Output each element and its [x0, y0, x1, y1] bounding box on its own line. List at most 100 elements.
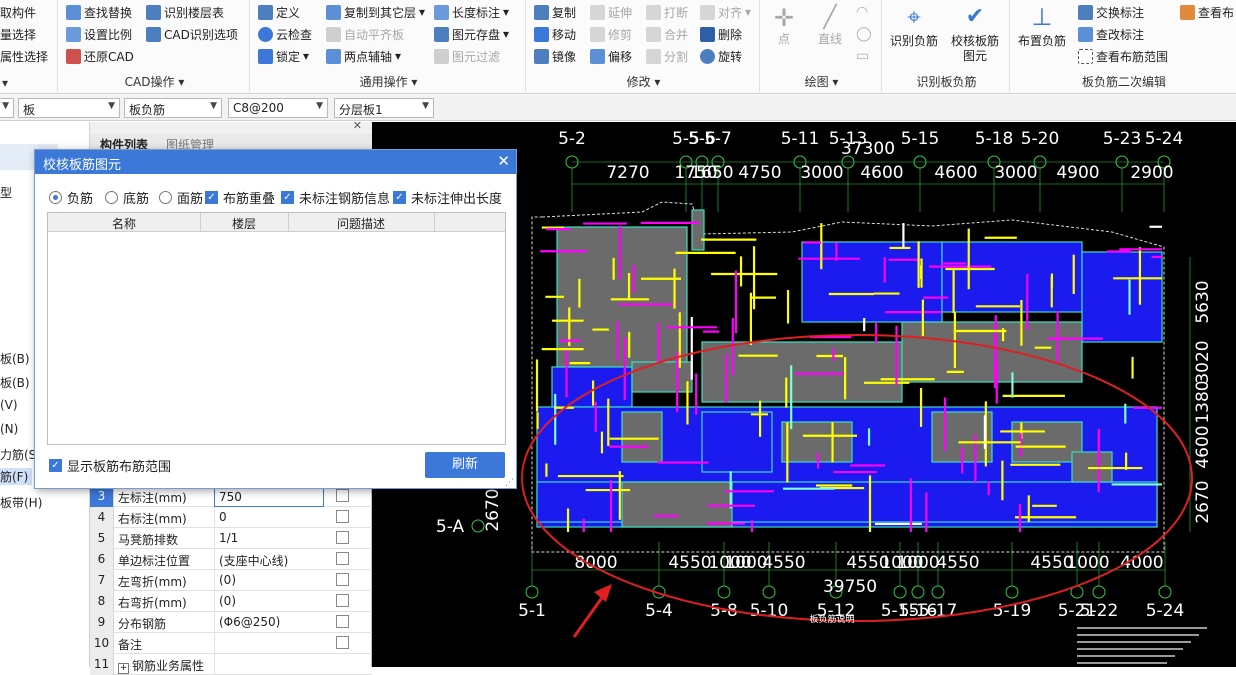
property-value-input[interactable]: (支座中心线)	[214, 549, 324, 570]
attach-checkbox[interactable]	[336, 615, 349, 628]
attach-checkbox[interactable]	[336, 636, 349, 649]
option-unlabeled-info-checkbox[interactable]: ✓未标注钢筋信息	[281, 188, 390, 207]
column-header-name[interactable]: 名称	[111, 217, 136, 231]
batch-select-button[interactable]: 量选择	[0, 24, 36, 44]
option-negative-radio[interactable]: 负筋	[49, 188, 93, 207]
tree-item[interactable]: 板(B)	[0, 352, 30, 366]
offset-button[interactable]: 偏移	[590, 46, 632, 66]
category-select[interactable]: 板▼	[18, 98, 120, 118]
property-value-input[interactable]	[214, 633, 324, 654]
lock-button[interactable]: 锁定 ▾	[258, 46, 309, 66]
refresh-button[interactable]: 刷新	[425, 452, 505, 478]
attach-checkbox[interactable]	[336, 573, 349, 586]
option-top-radio[interactable]: 面筋	[159, 188, 203, 207]
view-rebar-range-button[interactable]: 查看布筋范围	[1078, 46, 1168, 66]
tree-item[interactable]: (N)	[0, 422, 19, 436]
option-bottom-radio[interactable]: 底筋	[105, 188, 149, 207]
point-button[interactable]: ✛点	[774, 4, 794, 47]
merge-button[interactable]: 合并	[646, 24, 688, 44]
property-value-input[interactable]: 750	[214, 486, 324, 507]
edit-label-button[interactable]: 查改标注	[1078, 24, 1144, 44]
option-overlap-checkbox[interactable]: ✓布筋重叠	[205, 188, 275, 207]
issue-table[interactable]: 名称 楼层 问题描述	[47, 212, 506, 445]
place-negative-rebar-button[interactable]: ⊥布置负筋	[1018, 4, 1066, 49]
close-icon[interactable]: ✕	[352, 119, 362, 132]
delete-button[interactable]: 删除	[700, 24, 742, 44]
line-button[interactable]: ╱直线	[818, 4, 842, 47]
show-range-checkbox[interactable]: ✓显示板筋布筋范围	[49, 456, 171, 475]
restore-cad-button[interactable]: 还原CAD	[66, 46, 134, 66]
attach-checkbox[interactable]	[336, 594, 349, 607]
property-value-input[interactable]	[214, 654, 324, 675]
length-dim-button[interactable]: 长度标注 ▾	[434, 2, 509, 22]
ribbon-group-modify-title[interactable]: 修改 ▾	[626, 75, 661, 89]
ribbon-group-common-title[interactable]: 通用操作 ▾	[359, 75, 418, 89]
attach-checkbox[interactable]	[336, 531, 349, 544]
cad-options-button[interactable]: CAD识别选项	[146, 24, 238, 44]
ribbon-group-draw-title[interactable]: 绘图 ▾	[804, 75, 839, 89]
column-header-floor[interactable]: 楼层	[231, 217, 256, 231]
tree-item[interactable]: 板(B)	[0, 376, 30, 390]
tree-item[interactable]: (V)	[0, 398, 18, 412]
resize-grip-icon[interactable]: ⋰	[505, 478, 514, 488]
split-button[interactable]: 分割	[646, 46, 688, 66]
option-unlabeled-length-checkbox[interactable]: ✓未标注伸出长度	[393, 188, 502, 207]
tab-drawing-management[interactable]: 图纸管理	[166, 138, 215, 152]
tab-component-list[interactable]: 构件列表	[100, 138, 149, 152]
layer-select[interactable]: 分层板1▼	[334, 98, 434, 118]
element-filter-button[interactable]: 图元过滤	[434, 46, 500, 66]
attribute-select-button[interactable]: 属性选择	[0, 46, 48, 66]
tree-item[interactable]: 型	[0, 186, 13, 200]
ribbon-group-cad-title[interactable]: CAD操作 ▾	[124, 75, 185, 89]
rect-icon[interactable]: ▭	[856, 48, 870, 64]
break-button[interactable]: 打断	[646, 2, 688, 22]
component-select[interactable]: C8@200▼	[228, 98, 328, 118]
recognize-negative-rebar-button[interactable]: ⌖识别负筋	[890, 4, 938, 49]
find-replace-button[interactable]: 查找替换	[66, 2, 132, 22]
view-layout-button[interactable]: 查看布	[1180, 2, 1234, 22]
attach-checkbox[interactable]	[336, 489, 349, 502]
dialog-title-bar[interactable]: 校核板筋图元 ✕	[35, 150, 516, 174]
pick-component-button[interactable]: 取构件	[0, 2, 36, 22]
check-slab-rebar-button[interactable]: ✔校核板筋图元	[950, 4, 1000, 64]
tree-item-selected[interactable]: 筋(F)	[0, 468, 33, 485]
close-icon[interactable]: ✕	[497, 152, 510, 170]
move-button[interactable]: 移动	[534, 24, 576, 44]
rotate-button[interactable]: 旋转	[700, 46, 742, 66]
property-value-input[interactable]: (0)	[214, 570, 324, 591]
column-header-description[interactable]: 问题描述	[336, 217, 385, 231]
floor-select[interactable]: ▼	[0, 98, 14, 118]
tree-item[interactable]: 力筋(S	[0, 448, 37, 462]
property-row[interactable]: 11+钢筋业务属性	[90, 654, 372, 675]
two-point-axis-button[interactable]: 两点辅轴 ▾	[326, 46, 401, 66]
auto-level-slab-button[interactable]: 自动平齐板	[326, 24, 404, 44]
tree-item[interactable]: 板带(H)	[0, 496, 43, 510]
copy-to-floor-button[interactable]: 复制到其它层 ▾	[326, 2, 425, 22]
save-element-button[interactable]: 图元存盘 ▾	[434, 24, 509, 44]
property-value-input[interactable]: 0	[214, 507, 324, 528]
trim-button[interactable]: 修剪	[590, 24, 632, 44]
swap-label-button[interactable]: 交换标注	[1078, 2, 1144, 22]
attach-checkbox[interactable]	[336, 552, 349, 565]
type-select[interactable]: 板负筋▼	[124, 98, 222, 118]
expand-icon[interactable]: +	[118, 663, 129, 674]
property-value-input[interactable]: (Φ6@250)	[214, 612, 324, 633]
align-button[interactable]: 对齐 ▾	[700, 2, 751, 22]
copy-button[interactable]: 复制	[534, 2, 576, 22]
cloud-check-button[interactable]: 云检查	[258, 24, 312, 44]
set-scale-button[interactable]: 设置比例	[66, 24, 132, 44]
arc-icon[interactable]: ◠	[856, 4, 869, 20]
extend-button[interactable]: 延伸	[590, 2, 632, 22]
attach-checkbox[interactable]	[336, 510, 349, 523]
mirror-button[interactable]: 镜像	[534, 46, 576, 66]
